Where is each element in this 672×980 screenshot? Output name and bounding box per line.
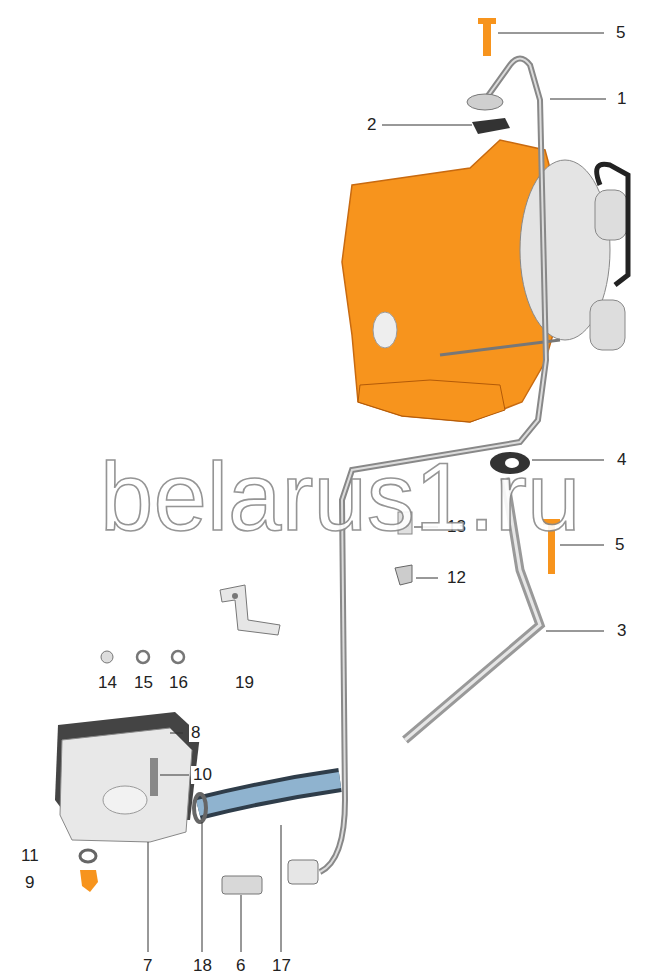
gasket xyxy=(472,118,510,134)
callout-number: 14 xyxy=(96,674,119,692)
hose-loop xyxy=(597,164,628,285)
clamp xyxy=(194,794,206,822)
bracket xyxy=(220,585,280,635)
hose xyxy=(198,780,340,808)
callout-number: 3 xyxy=(615,622,628,640)
turbo-port xyxy=(373,312,397,348)
callout-number: 9 xyxy=(23,874,36,892)
bolt xyxy=(483,20,491,56)
callout-number: 17 xyxy=(270,957,293,975)
callout-number: 18 xyxy=(191,957,214,975)
washer xyxy=(80,850,96,862)
clip xyxy=(395,565,412,585)
callout-number: 5 xyxy=(613,536,626,554)
washer xyxy=(172,651,184,663)
nut xyxy=(101,651,113,663)
callout-number: 2 xyxy=(365,116,378,134)
fitting xyxy=(222,876,262,894)
callout-number: 4 xyxy=(615,451,628,469)
washer xyxy=(137,651,149,663)
callout-number: 1 xyxy=(615,90,628,108)
watermark: belarus1.ru xyxy=(100,449,580,545)
hose xyxy=(198,780,340,808)
callout-number: 8 xyxy=(189,724,202,742)
callout-number: 10 xyxy=(191,766,214,784)
pipe-flange xyxy=(467,94,503,110)
callout-number: 5 xyxy=(614,24,627,42)
callout-number: 7 xyxy=(141,957,154,975)
bolt-head xyxy=(478,18,496,24)
plug xyxy=(80,870,98,892)
turbo-flange xyxy=(358,380,505,422)
outlet-pipe xyxy=(595,190,627,240)
callout-number: 6 xyxy=(234,957,247,975)
pipe-nut xyxy=(288,860,318,884)
callout-number: 16 xyxy=(167,674,190,692)
flange-boss xyxy=(103,786,147,814)
callout-number: 15 xyxy=(132,674,155,692)
flange-block xyxy=(60,728,192,842)
actuator-rod xyxy=(440,340,560,355)
bracket-hole xyxy=(232,593,238,599)
bolt xyxy=(150,758,158,796)
callout-number: 12 xyxy=(445,569,468,587)
callout-number: 11 xyxy=(19,847,41,865)
callout-number: 19 xyxy=(233,674,256,692)
outlet-pipe xyxy=(590,300,625,350)
